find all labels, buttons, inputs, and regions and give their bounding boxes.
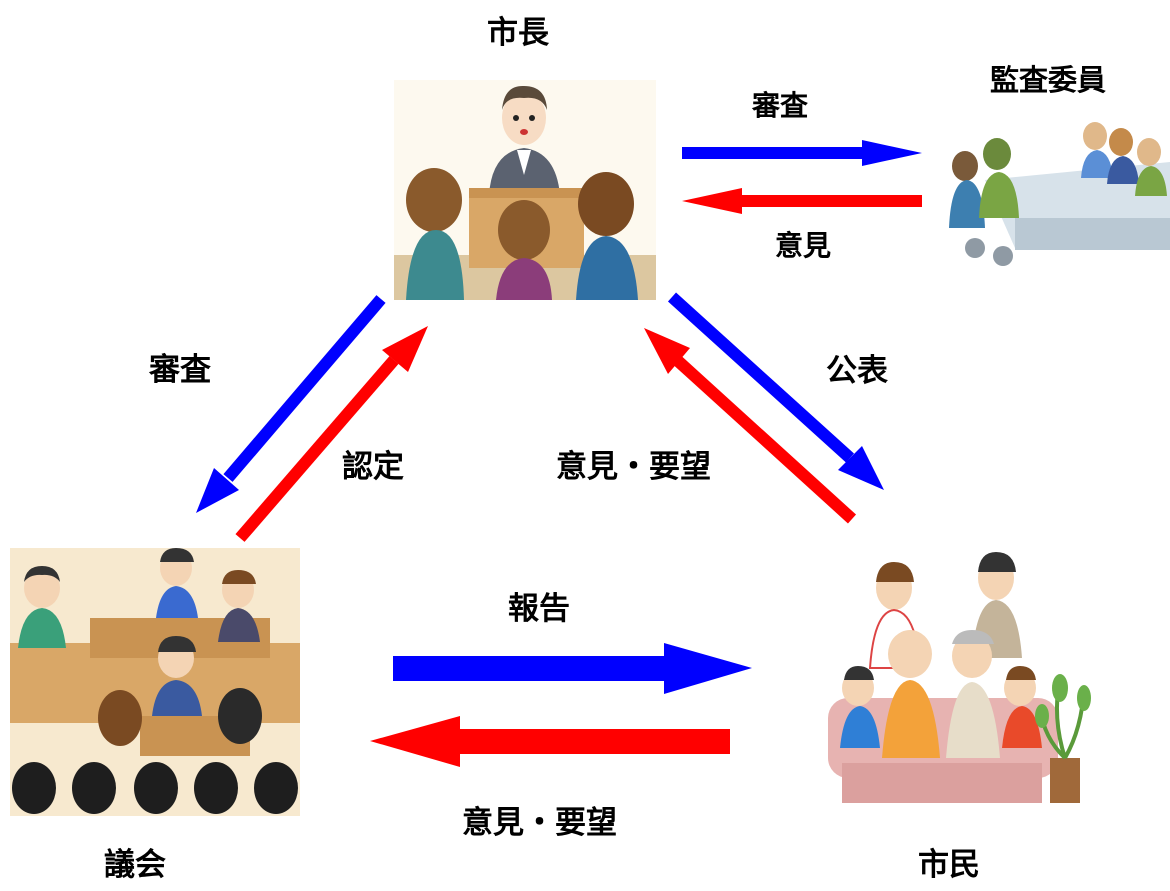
citizens-title: 市民 [918, 847, 980, 883]
edge-label-citizens-to-mayor: 意見・要望 [556, 449, 711, 485]
assembly-illustration [10, 548, 300, 816]
edge-label-mayor-to-auditors: 審査 [752, 89, 809, 122]
arrow-auditors-to-mayor [682, 188, 922, 214]
edge-label-assembly-to-citizens: 報告 [508, 591, 570, 627]
arrow-assembly-to-mayor [235, 326, 428, 542]
edge-label-assembly-to-mayor: 認定 [342, 449, 404, 485]
edge-label-citizens-to-assembly: 意見・要望 [462, 805, 617, 841]
edge-label-auditors-to-mayor: 意見 [775, 229, 832, 262]
citizens-illustration [822, 548, 1092, 813]
auditors-illustration [945, 118, 1170, 270]
edge-label-mayor-to-citizens: 公表 [826, 353, 888, 389]
arrow-citizens-to-assembly [370, 716, 730, 767]
mayor-illustration [394, 80, 656, 300]
mayor-title: 市長 [487, 15, 549, 51]
arrow-mayor-to-assembly [196, 295, 386, 513]
assembly-title: 議会 [104, 847, 166, 883]
edge-label-mayor-to-assembly: 審査 [149, 352, 211, 388]
arrow-mayor-to-citizens [667, 292, 884, 490]
arrow-mayor-to-auditors [682, 140, 922, 166]
auditors-title: 監査委員 [990, 63, 1107, 97]
arrow-citizens-to-mayor [644, 328, 857, 524]
arrow-assembly-to-citizens [393, 643, 752, 694]
